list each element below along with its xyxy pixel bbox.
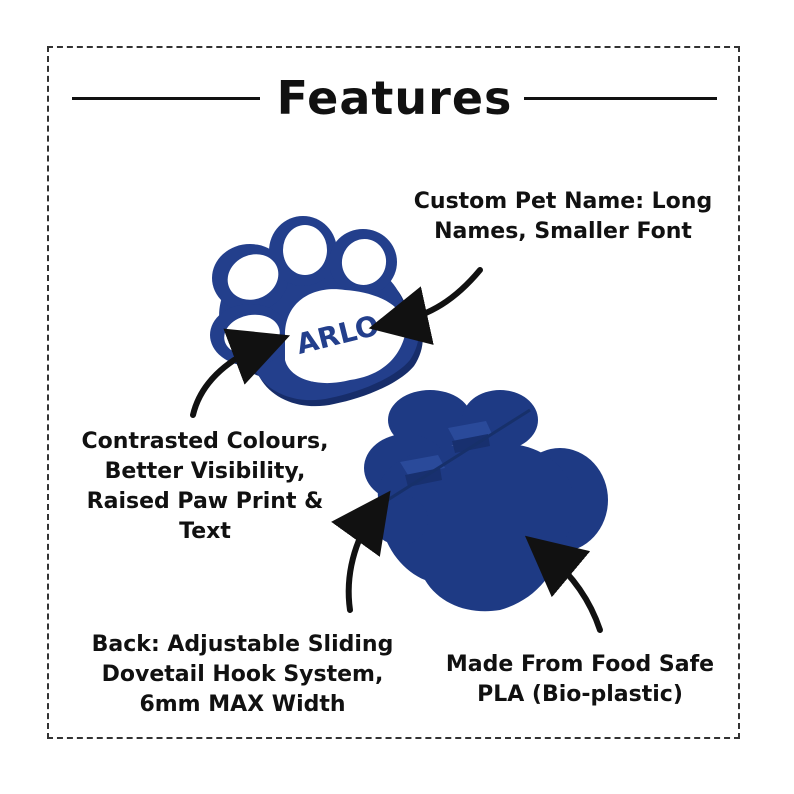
arrow-made [524, 535, 603, 633]
arrow-contrast [190, 328, 291, 418]
caption-line: Dovetail Hook System, [101, 662, 384, 687]
caption-line: Better Visibility, [104, 459, 306, 484]
caption-line: Custom Pet Name: Long [413, 189, 713, 214]
caption-custom-name: Custom Pet Name: Long Names, Smaller Fon… [398, 187, 728, 247]
title-rule-right [524, 97, 717, 100]
page-title: Features [276, 71, 513, 125]
dashed-border [47, 46, 740, 739]
title-rule-left [72, 97, 260, 100]
caption-contrast: Contrasted Colours, Better Visibility, R… [60, 427, 350, 547]
caption-material: Made From Food Safe PLA (Bio-plastic) [425, 650, 735, 710]
arrow-custom [368, 267, 483, 345]
arrow-back [331, 490, 391, 613]
caption-back: Back: Adjustable Sliding Dovetail Hook S… [70, 630, 415, 720]
caption-line: Raised Paw Print & [86, 489, 324, 514]
caption-line: Back: Adjustable Sliding [91, 632, 394, 657]
caption-line: Contrasted Colours, [81, 429, 329, 454]
caption-line: 6mm MAX Width [139, 692, 346, 717]
title-row: Features [72, 70, 717, 126]
caption-line: PLA (Bio-plastic) [477, 682, 683, 707]
front-paw-tag: ARLO [210, 216, 423, 407]
caption-line: Text [179, 519, 231, 544]
caption-line: Names, Smaller Font [434, 219, 692, 244]
caption-line: Made From Food Safe [445, 652, 715, 677]
